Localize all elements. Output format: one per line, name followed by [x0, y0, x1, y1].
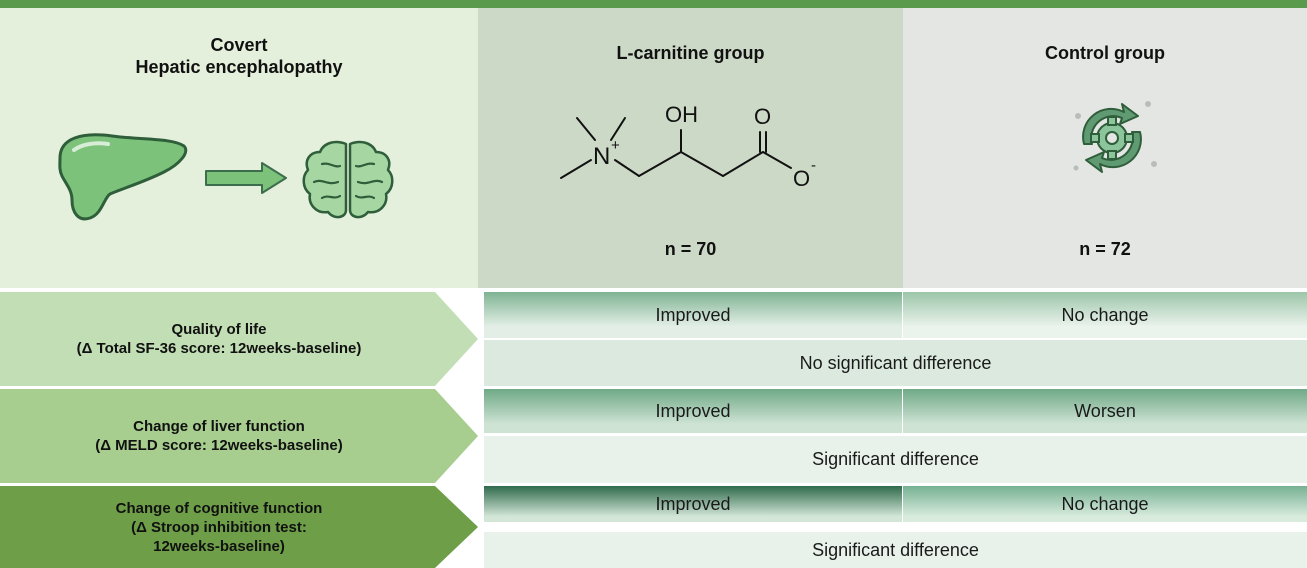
result-lc-quality-of-life: Improved [484, 292, 902, 338]
condition-title: Covert Hepatic encephalopathy [0, 34, 478, 78]
molecule-oh-label: OH [665, 102, 698, 127]
l-carnitine-group-title: L-carnitine group [616, 43, 765, 63]
outcome-label-line3: 12weeks-baseline) [153, 537, 285, 555]
liver-icon [58, 133, 188, 221]
control-group-title: Control group [1045, 43, 1165, 63]
l-carnitine-molecule: N + OH O O - [560, 102, 816, 191]
gear-cycle-icon [1073, 101, 1157, 173]
molecule-o-top-label: O [754, 104, 771, 129]
outcome-label-liver-function: Change of liver function (Δ MELD score: … [0, 389, 478, 483]
result-ctrl-cognitive-function: No change [903, 486, 1307, 522]
outcome-label-line2: (Δ Stroop inhibition test: [131, 518, 307, 536]
control-n: n = 72 [1079, 239, 1131, 259]
outcome-label-line2: (Δ MELD score: 12weeks-baseline) [95, 437, 343, 454]
top-accent-bar [0, 0, 1307, 8]
outcome-label-line2: (Δ Total SF-36 score: 12weeks-baseline) [76, 340, 362, 357]
outcome-label-quality-of-life: Quality of life (Δ Total SF-36 score: 12… [0, 292, 478, 386]
molecule-minus-label: - [811, 157, 816, 174]
result-lc-liver-function: Improved [484, 389, 902, 433]
condition-title-line2: Hepatic encephalopathy [135, 57, 343, 77]
molecule-o-minus-label: O [793, 166, 810, 191]
result-ctrl-liver-function: Worsen [903, 389, 1307, 433]
l-carnitine-n: n = 70 [664, 239, 717, 259]
comparison-quality-of-life: No significant difference [484, 340, 1307, 386]
arrow-right-icon [205, 162, 287, 194]
comparison-cognitive-function: Significant difference [484, 532, 1307, 568]
outcome-label-line1: Change of liver function [133, 418, 305, 435]
result-ctrl-quality-of-life: No change [903, 292, 1307, 338]
condition-title-line1: Covert [210, 35, 268, 55]
molecule-plus-label: + [611, 137, 620, 154]
outcome-label-line1: Quality of life [171, 321, 267, 338]
comparison-liver-function: Significant difference [484, 436, 1307, 483]
result-lc-cognitive-function: Improved [484, 486, 902, 522]
outcome-label-line1: Change of cognitive function [115, 499, 323, 517]
l-carnitine-panel [478, 8, 903, 288]
outcome-label-cognitive-function: Change of cognitive function (Δ Stroop i… [0, 486, 478, 568]
molecule-n-label: N [593, 143, 610, 170]
brain-icon [302, 140, 394, 219]
